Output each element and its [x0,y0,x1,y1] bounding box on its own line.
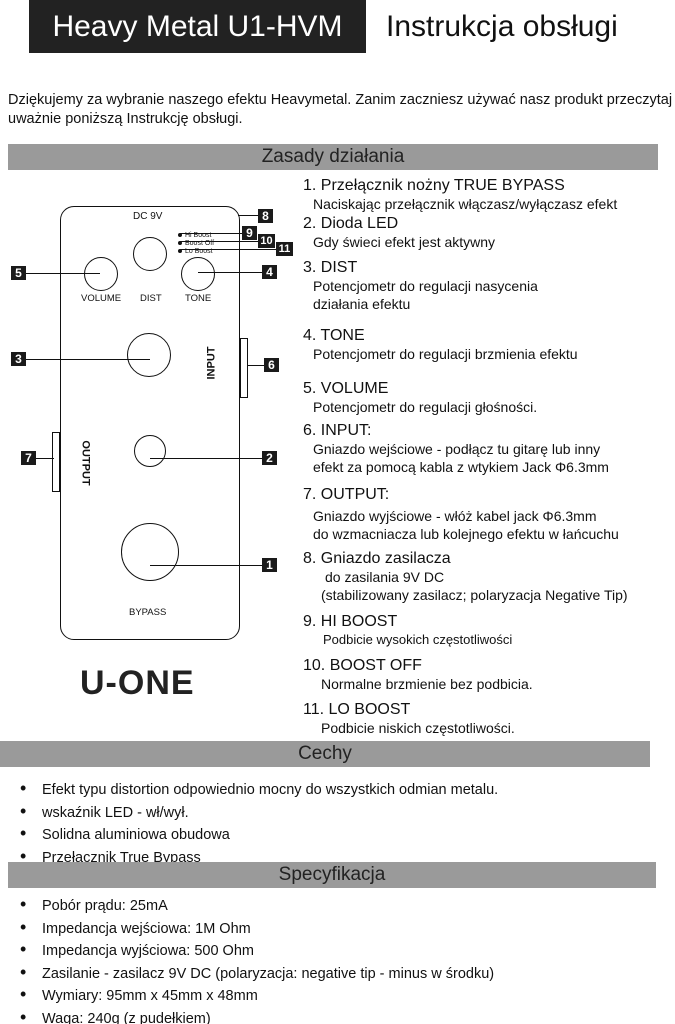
item-4: 4. TONE Potencjometr do regulacji brzmie… [303,327,578,362]
led-indicator [134,435,166,467]
list-item: Zasilanie - zasilacz 9V DC (polaryzacja:… [20,962,494,987]
callout-line-5 [26,273,100,274]
switch-dot-off [178,241,182,245]
item-5: 5. VOLUME Potencjometr do regulacji głoś… [303,380,538,415]
output-label: OUTPUT [79,440,92,486]
tone-label: TONE [185,293,212,304]
product-title: Heavy Metal U1-HVM [29,0,366,53]
callout-line-8 [238,215,258,216]
callout-line-11 [180,249,276,250]
callout-line-7 [36,458,54,459]
brand-logo: U-ONE [80,664,195,702]
item-7: 7. OUTPUT: Gniazdo wyjściowe - włóż kabe… [303,486,619,542]
center-knob[interactable] [127,333,171,377]
list-item: Impedancja wejściowa: 1M Ohm [20,917,494,942]
callout-line-10 [180,241,258,242]
volume-label: VOLUME [81,293,122,304]
item-1: 1. Przełącznik nożny TRUE BYPASS Naciska… [303,177,618,212]
callout-line-2 [150,458,262,459]
callout-2: 2 [262,451,277,465]
callout-1: 1 [262,558,277,572]
section-rules: Zasady działania [8,144,658,170]
features-list: Efekt typu distortion odpowiednio mocny … [20,778,498,871]
list-item: Solidna aluminiowa obudowa [20,823,498,848]
list-item: Impedancja wyjściowa: 500 Ohm [20,939,494,964]
callout-11: 11 [276,242,293,256]
boost-switch-labels: Hi Boost Boost Off Lo Boost [185,232,214,256]
item-2: 2. Dioda LED Gdy świeci efekt jest aktyw… [303,215,496,250]
list-item: Efekt typu distortion odpowiednio mocny … [20,778,498,803]
item-8: 8. Gniazdo zasilacza do zasilania 9V DC … [303,550,628,603]
list-item: Waga: 240g (z pudełkiem) [20,1007,494,1024]
input-label: INPUT [205,346,218,380]
callout-9: 9 [242,226,257,240]
volume-knob[interactable] [84,257,118,291]
switch-dot-hi [178,233,182,237]
lo-boost-label: Lo Boost [185,248,213,255]
manual-title: Instrukcja obsługi [386,10,618,43]
tone-knob[interactable] [181,257,215,291]
intro-text: Dziękujemy za wybranie naszego efektu He… [8,92,673,127]
list-item: wskaźnik LED - wł/wył. [20,801,498,826]
dist-label: DIST [140,293,162,304]
list-item: Pobór prądu: 25mA [20,894,494,919]
callout-5: 5 [11,266,26,280]
callout-8: 8 [258,209,273,223]
callout-line-3 [26,359,150,360]
switch-dot-lo [178,249,182,253]
item-3: 3. DIST Potencjometr do regulacji nasyce… [303,259,538,312]
section-specs: Specyfikacja [8,862,656,888]
callout-line-9 [180,233,242,234]
list-item: Przełącznik True Bypass [20,846,498,871]
item-10: 10. BOOST OFF Normalne brzmienie bez pod… [303,657,533,692]
pedal-diagram: DC 9V Hi Boost Boost Off Lo Boost VOLUME… [60,206,240,640]
hi-boost-label: Hi Boost [185,232,212,239]
callout-3: 3 [11,352,26,366]
boost-off-label: Boost Off [185,240,215,247]
item-6: 6. INPUT: Gniazdo wejściowe - podłącz tu… [303,422,609,475]
item-9: 9. HI BOOST Podbicie wysokich częstotliw… [303,613,513,647]
section-features: Cechy [0,741,650,767]
callout-4: 4 [262,265,277,279]
specs-list: Pobór prądu: 25mA Impedancja wejściowa: … [20,894,494,1024]
callout-6: 6 [264,358,279,372]
callout-line-4 [198,272,262,273]
bypass-label: BYPASS [129,607,167,618]
callout-7: 7 [21,451,36,465]
dist-knob[interactable] [133,237,167,271]
output-jack[interactable] [52,432,60,492]
bypass-footswitch[interactable] [121,523,179,581]
callout-10: 10 [258,234,275,248]
dc-label: DC 9V [133,211,163,222]
item-11: 11. LO BOOST Podbicie niskich częstotliw… [303,701,515,736]
list-item: Wymiary: 95mm x 45mm x 48mm [20,984,494,1009]
callout-line-6 [248,365,264,366]
callout-line-1 [150,565,262,566]
input-jack[interactable] [240,338,248,398]
